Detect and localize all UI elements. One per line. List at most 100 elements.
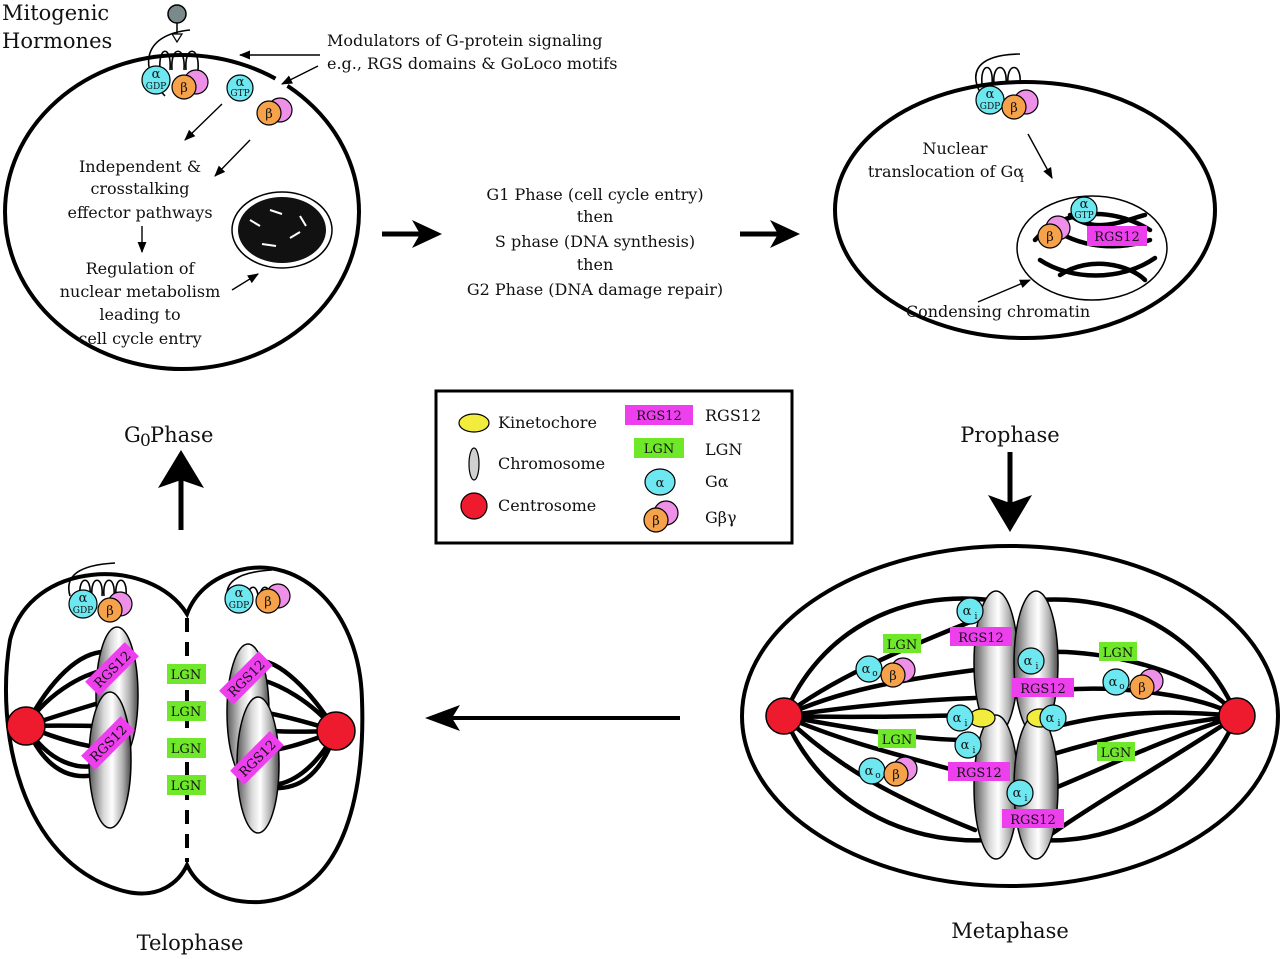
svg-text:α: α <box>961 738 970 753</box>
svg-text:RGS12: RGS12 <box>1094 230 1140 245</box>
rgs12-tag: RGS12 <box>948 762 1010 781</box>
legend-galpha: Gα <box>705 472 729 491</box>
svg-text:LGN: LGN <box>887 638 917 653</box>
svg-text:β: β <box>652 514 660 529</box>
centrosome-icon <box>1218 697 1256 735</box>
lgn-tag: LGN <box>167 775 206 795</box>
centrosome-icon <box>460 492 488 520</box>
prophase-label: Prophase <box>960 423 1060 447</box>
rgs12-icon <box>625 405 693 425</box>
svg-text:α: α <box>236 75 245 90</box>
interphase-text-4: then <box>577 255 614 274</box>
svg-text:β: β <box>892 768 900 783</box>
effector-label-2: crosstalking <box>90 179 189 198</box>
svg-text:i: i <box>973 746 976 756</box>
legend-centrosome: Centrosome <box>498 496 596 515</box>
legend-chromosome: Chromosome <box>498 454 605 473</box>
svg-text:α: α <box>79 591 88 606</box>
telophase-cell-membrane <box>4 565 365 905</box>
svg-text:β: β <box>180 81 188 96</box>
svg-text:β: β <box>1046 230 1054 245</box>
centrosome-icon <box>765 697 803 735</box>
modulators-example-label: e.g., RGS domains & GoLoco motifs <box>327 54 617 73</box>
svg-text:o: o <box>875 771 880 781</box>
prophase-cell-membrane <box>833 80 1217 340</box>
svg-text:i: i <box>1025 794 1028 804</box>
galpha-gtp-icon: α GTP <box>226 74 254 102</box>
interphase-text-2: then <box>577 207 614 226</box>
svg-text:α: α <box>1046 711 1055 726</box>
centrosome-icon <box>316 711 356 751</box>
gbetagamma-icon: β <box>1037 215 1071 249</box>
svg-text:β: β <box>264 595 272 610</box>
interphase-text-3: S phase (DNA synthesis) <box>495 232 695 251</box>
svg-text:RGS12: RGS12 <box>1010 813 1056 828</box>
svg-text:GDP: GDP <box>73 606 93 616</box>
rgs12-tag: RGS12 <box>1087 226 1147 246</box>
mitogenic-label: Mitogenic <box>2 1 109 25</box>
svg-text:LGN: LGN <box>171 668 201 683</box>
svg-text:β: β <box>265 107 273 122</box>
svg-text:α: α <box>1024 654 1033 669</box>
svg-text:LGN: LGN <box>1103 646 1133 661</box>
gbetagamma-icon: β <box>1001 89 1039 120</box>
lgn-tag: LGN <box>167 701 206 721</box>
lgn-icon <box>634 438 684 458</box>
arrow-telophase-to-g0 <box>158 450 204 530</box>
svg-text:o: o <box>1119 682 1124 692</box>
legend-kinetochore: Kinetochore <box>498 413 597 432</box>
gbetagamma-icon: β <box>97 591 133 623</box>
gbetagamma-icon: β <box>643 500 679 533</box>
centrosome-icon <box>6 706 46 746</box>
galpha-gdp-icon: α GDP <box>224 584 254 614</box>
regulation-label-3: leading to <box>99 305 180 324</box>
svg-text:LGN: LGN <box>644 442 674 457</box>
svg-text:α: α <box>953 711 962 726</box>
svg-text:LGN: LGN <box>171 779 201 794</box>
effector-label-1: Independent & <box>79 157 201 176</box>
svg-text:β: β <box>1010 101 1018 116</box>
svg-text:α: α <box>865 764 874 779</box>
lgn-tag: LGN <box>167 738 206 758</box>
svg-text:RGS12: RGS12 <box>1020 682 1066 697</box>
svg-text:LGN: LGN <box>882 733 912 748</box>
alpha-o-gbetagamma: α o β <box>1102 668 1164 700</box>
rgs12-tag: RGS12 <box>1002 809 1064 828</box>
svg-text:β: β <box>1138 681 1146 696</box>
prophase-cell: α GDP β Nuclear translocation of Gα i α … <box>833 53 1217 340</box>
lgn-tag: LGN <box>883 634 921 653</box>
svg-text:α: α <box>1109 675 1118 690</box>
legend: Kinetochore Chromosome Centrosome RGS12 … <box>434 389 794 545</box>
svg-text:GTP: GTP <box>1074 211 1093 221</box>
rgs12-tag: RGS12 <box>950 627 1012 646</box>
svg-text:GDP: GDP <box>146 82 166 92</box>
telophase-label: Telophase <box>137 931 244 955</box>
legend-rgs12: RGS12 <box>705 406 761 425</box>
lgn-tag: LGN <box>167 664 206 684</box>
regulation-label-2: nuclear metabolism <box>60 282 221 301</box>
nuclear-label-1: Nuclear <box>922 139 987 158</box>
free-gbetagamma-icon: β <box>256 97 293 126</box>
svg-text:α: α <box>963 604 972 619</box>
metaphase-cell-membrane <box>740 544 1280 888</box>
galpha-gdp-icon: α GDP <box>975 85 1005 115</box>
legend-box <box>434 389 794 545</box>
lgn-tag: LGN <box>878 729 916 748</box>
galpha-gdp-icon: α GDP <box>141 65 171 95</box>
metaphase-spindle-left <box>781 619 978 833</box>
svg-text:α: α <box>152 67 161 82</box>
chromosome-icon <box>468 447 480 481</box>
svg-text:α: α <box>1080 197 1089 212</box>
svg-text:i: i <box>975 612 978 622</box>
effector-label-3: effector pathways <box>67 203 212 222</box>
arrow-g0-to-interphase <box>382 220 442 248</box>
svg-text:i: i <box>1036 662 1039 672</box>
g0-cell: α GDP β α GTP β Mitogenic Hormones Modul… <box>2 1 617 371</box>
